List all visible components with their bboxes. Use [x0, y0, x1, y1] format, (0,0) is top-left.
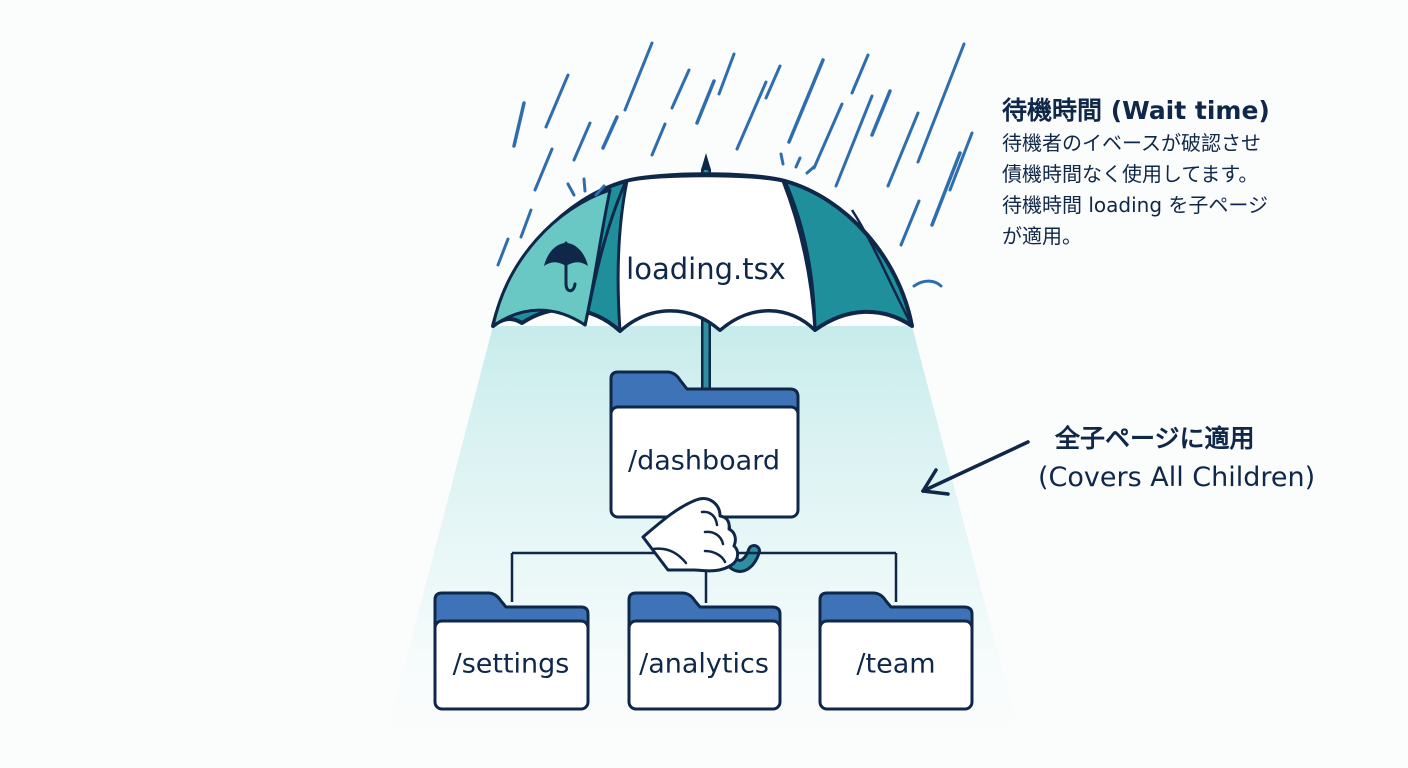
rain-drop — [572, 121, 592, 162]
hand-icon — [641, 497, 740, 573]
rain-drop — [930, 151, 962, 227]
umbrella-tip — [701, 153, 711, 170]
wait-time-line: 債機時間なく使用してます。 — [1002, 162, 1259, 186]
covers-children-note: 全子ページに適用 (Covers All Children) — [1038, 420, 1378, 498]
rain-drop — [519, 208, 533, 239]
rain-drop — [948, 131, 974, 192]
rain-drop — [812, 102, 844, 170]
rain-drop — [735, 80, 768, 151]
rain-lines — [496, 41, 974, 267]
rain-drop — [512, 101, 526, 148]
wait-time-line: 待機者のイベースが破認させ — [1002, 131, 1261, 155]
rain-drop — [717, 52, 736, 96]
rain-drop — [886, 111, 920, 188]
covers-children-jp-label: 全子ページに適用 — [1055, 424, 1255, 453]
team-folder[interactable]: /team — [818, 591, 974, 711]
rain-drop — [834, 94, 874, 188]
rain-drop — [533, 147, 554, 192]
rain-drop — [670, 68, 691, 110]
arrow-icon — [921, 440, 1030, 496]
wait-time-line: が適用。 — [1002, 224, 1082, 248]
umbrella-rib-right — [783, 180, 817, 331]
folder-icon — [433, 591, 590, 711]
rain-splash-marks — [566, 152, 943, 288]
rain-drop — [870, 89, 892, 137]
rain-drop — [916, 42, 966, 164]
umbrella-rib-far-right — [850, 209, 914, 327]
dashboard-folder-label: /dashboard — [628, 446, 780, 477]
rain-drop — [787, 58, 825, 144]
umbrella-label: loading.tsx — [626, 252, 786, 286]
wait-time-title: 待機時間 (Wait time) — [1002, 96, 1270, 125]
rain-drop — [544, 73, 570, 129]
rain-drop — [601, 115, 619, 150]
rain-drop — [650, 122, 667, 157]
analytics-folder-label: /analytics — [639, 649, 769, 680]
covers-children-en-label: (Covers All Children) — [1038, 462, 1316, 493]
rain-drop — [623, 41, 654, 112]
settings-folder[interactable]: /settings — [433, 591, 590, 711]
folder-icon — [627, 591, 782, 711]
umbrella-rib-left — [583, 180, 628, 327]
umbrella-center-panel — [616, 174, 817, 333]
rain-drop — [496, 237, 510, 267]
rain-drop — [850, 53, 870, 95]
rain-drop — [899, 199, 921, 247]
folder-icon — [609, 370, 800, 519]
wait-time-line: 待機時間 loading を子ページ — [1002, 193, 1268, 217]
rain-drop — [695, 79, 716, 125]
dashboard-folder[interactable]: /dashboard — [609, 370, 800, 519]
team-folder-label: /team — [856, 649, 935, 680]
rain-drop — [764, 64, 782, 100]
wait-time-note: 待機時間 (Wait time) 待機者のイベースが破認させ 債機時間なく使用し… — [1002, 94, 1362, 252]
mini-umbrella-icon — [544, 241, 588, 293]
settings-folder-label: /settings — [453, 649, 570, 680]
rain-icon — [496, 41, 974, 267]
analytics-folder[interactable]: /analytics — [627, 591, 782, 711]
folder-icon — [818, 591, 974, 711]
